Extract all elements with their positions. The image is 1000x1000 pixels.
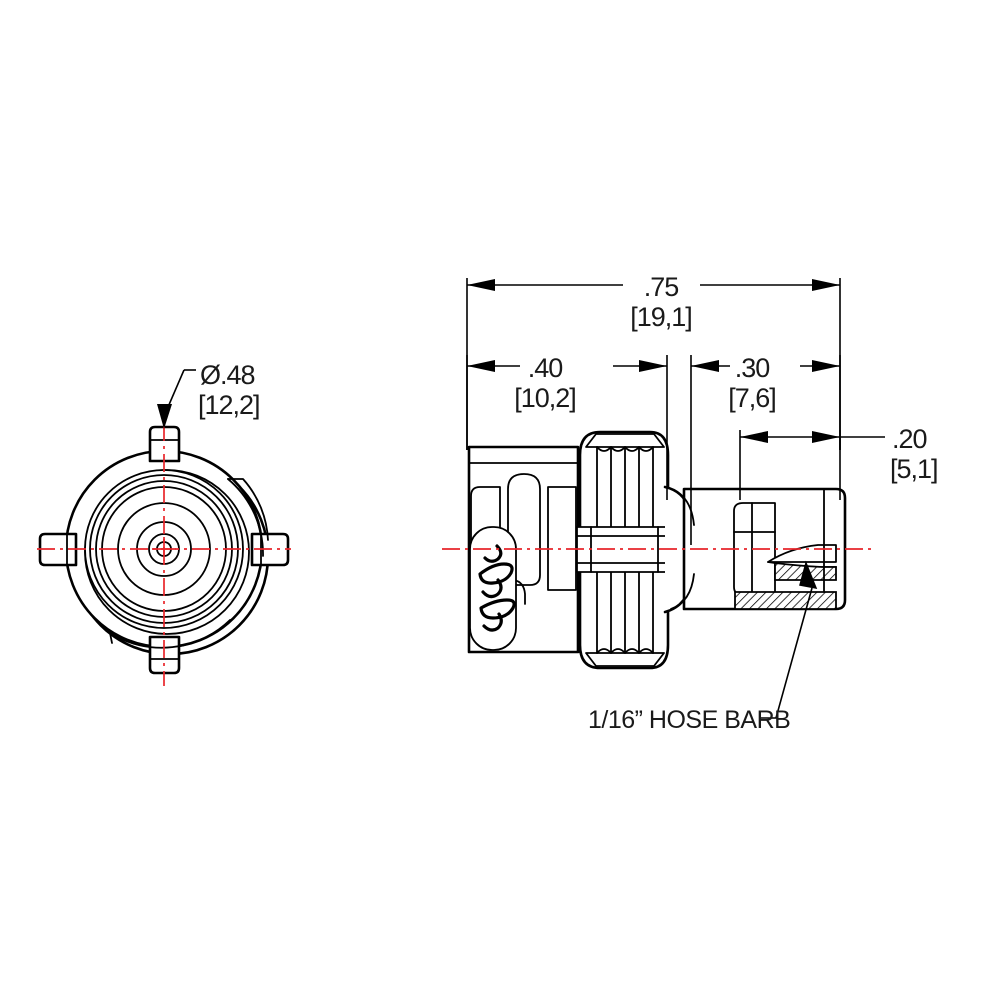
barbtip-value-metric: [5,1]: [890, 454, 938, 484]
dimension-barb-tip-length: .20 [5,1]: [739, 424, 939, 500]
barb-arrow-left: [691, 360, 719, 372]
barbtip-value-inch: .20: [892, 424, 927, 454]
barb-value-inch: .30: [735, 353, 770, 383]
note-hose-barb: 1/16” HOSE BARB: [588, 587, 813, 734]
front-shoulder-arc-upper: [227, 478, 264, 557]
dimension-body-length: .40 [10,2]: [466, 353, 668, 500]
front-tab-left: [38, 532, 78, 567]
overall-value-inch: .75: [644, 272, 679, 302]
side-barb-cut-wedge: [799, 560, 818, 589]
hose-barb-leader: [760, 587, 813, 719]
diameter-value-metric: [12,2]: [198, 390, 260, 420]
barb-value-metric: [7,6]: [728, 383, 776, 413]
barbtip-arrow-left: [740, 431, 768, 443]
body-arrow-left: [467, 360, 495, 372]
side-neck-arc-upper: [670, 488, 695, 526]
collar-bottom-cap: [585, 652, 665, 667]
barb-arrow-right: [812, 360, 840, 372]
side-profile-view: [442, 430, 872, 670]
diameter-value-inch: Ø.48: [200, 360, 255, 390]
front-shoulder-arc-lower: [109, 619, 231, 649]
overall-arrow-left: [467, 279, 495, 291]
body-value-inch: .40: [528, 353, 563, 383]
collar-scallop-top: [596, 446, 654, 452]
front-end-view: [37, 423, 291, 686]
barbtip-arrow-right: [812, 431, 840, 443]
body-value-metric: [10,2]: [514, 383, 576, 413]
diameter-callout: Ø.48 [12,2]: [157, 360, 261, 429]
side-knurled-collar: [576, 430, 673, 670]
front-tab-top: [148, 425, 181, 463]
hose-barb-label: 1/16” HOSE BARB: [588, 706, 790, 734]
front-shoulder-step-upper: [227, 478, 269, 541]
cpc-logo-oval: [469, 526, 517, 651]
overall-value-metric: [19,1]: [630, 302, 692, 332]
body-arrow-right: [639, 360, 667, 372]
diameter-leader-arrowhead: [157, 404, 172, 429]
side-barb-hatch-lower: [734, 591, 837, 610]
front-shoulder-step-lower: [109, 632, 113, 644]
overall-arrow-right: [812, 279, 840, 291]
side-latch-right: [547, 486, 577, 591]
cpc-logo-mark: [478, 544, 516, 632]
collar-scallop-bottom: [596, 648, 654, 654]
collar-top-cap: [585, 433, 665, 448]
side-neck-arc-lower: [670, 573, 695, 610]
dimension-overall-length: .75 [19,1]: [466, 272, 841, 450]
